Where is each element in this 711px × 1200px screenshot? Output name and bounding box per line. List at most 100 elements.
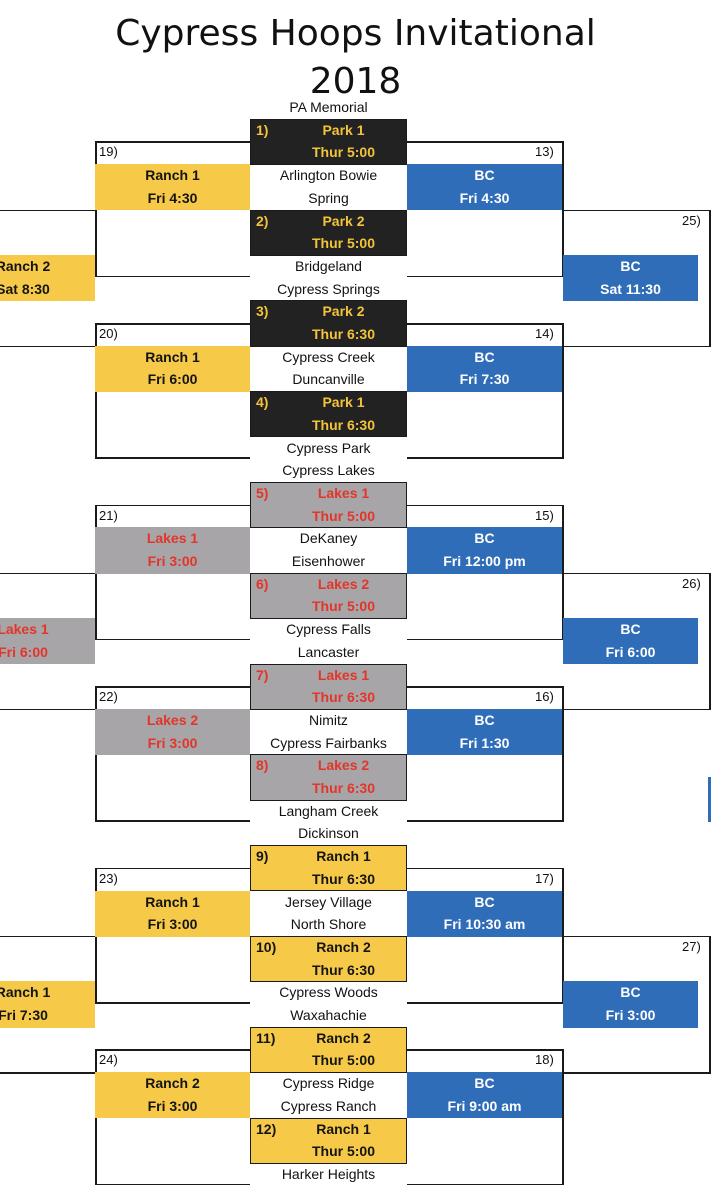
team-name: Bridgeland (295, 257, 362, 274)
game-number: 25) (682, 212, 701, 228)
bracket-line (562, 504, 564, 639)
game-venue: Park 2 (322, 212, 365, 229)
game-time: Fri 3:00 (605, 1007, 656, 1023)
game-time: Fri 3:00 (147, 553, 198, 569)
bracket-line (95, 867, 250, 870)
game-venue: Ranch 1 (145, 348, 200, 365)
team-name: PA Memorial (289, 99, 368, 115)
game-venue: Lakes 1 (146, 530, 199, 547)
winners-game-box (407, 1072, 562, 1119)
first-round-game-box (250, 300, 407, 347)
game-number: 24) (99, 1052, 118, 1068)
first-round-game-box (250, 663, 407, 710)
bracket-line (95, 323, 250, 325)
bracket-line (407, 504, 562, 507)
game-venue: Ranch 2 (316, 1029, 371, 1046)
first-round-game-box (250, 845, 407, 892)
bracket-line (563, 572, 711, 575)
consolation-game-box (95, 164, 250, 211)
team-name: Duncanville (292, 371, 365, 388)
bracket-line (407, 1002, 564, 1004)
team-name: Cypress Falls (286, 621, 371, 638)
game-number: 22) (99, 689, 118, 705)
cutoff-game-box (0, 618, 95, 665)
game-time: Thur 5:00 (311, 1052, 375, 1069)
game-venue: BC (474, 167, 495, 184)
game-venue: Ranch 1 (145, 167, 200, 184)
team-name: Cypress Ridge (282, 1075, 375, 1092)
game-venue: Lakes 1 (317, 484, 370, 501)
bracket-line (0, 1072, 95, 1074)
game-time: Fri 4:30 (147, 189, 198, 206)
bracket-line (562, 686, 564, 821)
bracket-line (0, 935, 95, 938)
team-name: Arlington Bowie (279, 167, 378, 184)
bracket-line (562, 867, 564, 1002)
team-name: DeKaney (299, 530, 358, 547)
first-round-game-box (250, 754, 407, 801)
game-time: Thur 5:00 (311, 1143, 375, 1160)
team-name: Cypress Woods (279, 984, 378, 1001)
game-time: Fri 12:00 pm (443, 553, 526, 569)
game-number: 19) (99, 144, 118, 160)
game-number: 13) (535, 144, 554, 160)
bracket-line (407, 1183, 564, 1186)
team-name: Dickinson (298, 825, 359, 842)
game-number: 8) (256, 757, 269, 774)
game-number: 11) (256, 1029, 276, 1046)
bracket-line (95, 686, 250, 688)
game-number: 14) (535, 326, 554, 341)
game-venue: BC (474, 530, 495, 547)
game-time: Thur 5:00 (311, 598, 375, 615)
bracket-line (407, 141, 562, 143)
bracket-line (563, 209, 711, 211)
team-name: Langham Creek (278, 802, 379, 819)
game-venue: Park 1 (322, 394, 365, 411)
game-number: 17) (535, 870, 554, 886)
bracket-line (407, 686, 562, 688)
game-time: Fri 3:00 (147, 916, 198, 933)
semifinal-game-box (563, 254, 698, 302)
team-name: Cypress Park (286, 439, 371, 456)
team-name: Cypress Springs (277, 280, 380, 297)
bracket-line (709, 572, 711, 709)
team-name: Cypress Ranch (280, 1097, 377, 1114)
game-venue: BC (474, 348, 495, 365)
game-time: Fri 6:00 (605, 643, 656, 660)
game-time: Thur 6:30 (311, 870, 375, 887)
game-time: Thur 6:30 (311, 689, 375, 706)
game-venue: Lakes 2 (317, 757, 370, 774)
game-number: 9) (256, 848, 269, 865)
game-number: 16) (535, 689, 554, 705)
consolation-game-box (95, 708, 250, 756)
game-number: 5) (256, 484, 269, 501)
game-time: Fri 3:00 (147, 1097, 198, 1114)
game-venue: Ranch 1 (0, 984, 51, 1001)
game-time: Thur 5:00 (311, 144, 375, 161)
team-name: Spring (308, 189, 349, 206)
game-venue: BC (620, 257, 641, 274)
team-name: Cypress Fairbanks (270, 734, 387, 751)
game-venue: Ranch 1 (316, 848, 371, 865)
team-name: North Shore (290, 916, 367, 933)
consolation-game-box (95, 890, 250, 937)
game-venue: BC (620, 984, 641, 1001)
bracket-line (95, 457, 250, 459)
team-name: Cypress Creek (282, 348, 375, 365)
game-venue: Park 2 (322, 303, 365, 320)
game-time: Fri 3:00 (147, 734, 198, 751)
consolation-game-box (95, 527, 250, 574)
bracket-line (407, 457, 564, 459)
consolation-game-box (95, 345, 250, 393)
bracket-line (562, 1049, 564, 1184)
game-venue: Lakes 1 (317, 666, 370, 683)
consolation-game-box (95, 1072, 250, 1119)
bracket-line (407, 867, 562, 870)
game-time: Thur 6:30 (311, 416, 375, 433)
game-number: 2) (256, 212, 269, 229)
first-round-game-box (250, 572, 407, 620)
team-name: Lancaster (297, 643, 360, 660)
team-name: Nimitz (309, 711, 348, 728)
winners-game-box (407, 164, 562, 211)
game-time: Fri 6:00 (147, 371, 198, 388)
